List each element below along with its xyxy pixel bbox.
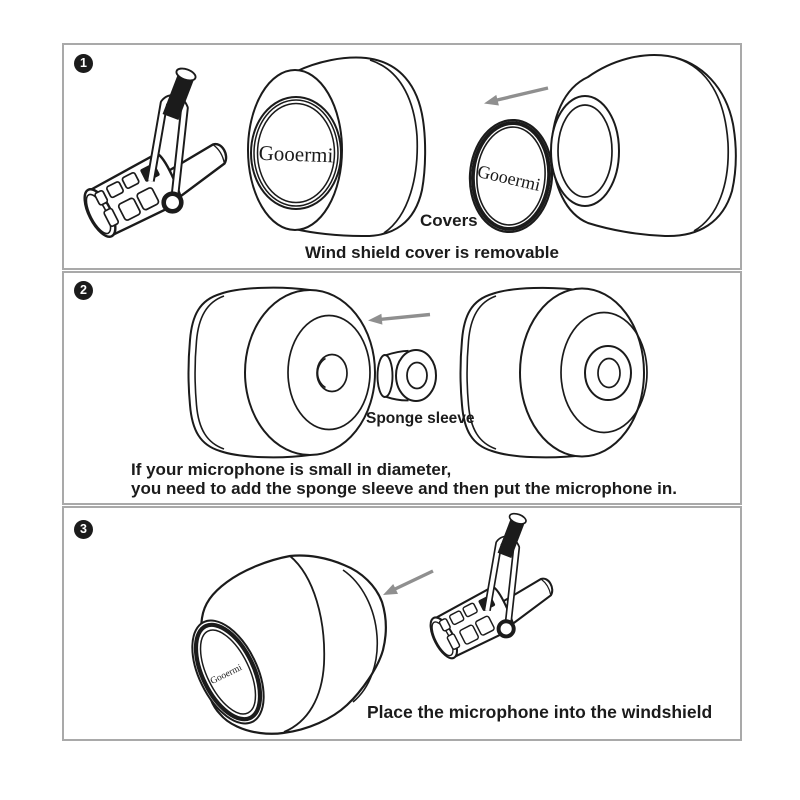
step-2-caption-line1: If your microphone is small in diameter, bbox=[131, 460, 452, 479]
arrow-left-icon bbox=[484, 86, 549, 106]
cover-disc-illustration: Gooermi bbox=[468, 118, 554, 234]
open-windshield-illustration bbox=[550, 54, 737, 238]
step-1-badge: 1 bbox=[74, 54, 93, 73]
microphone-illustration bbox=[78, 66, 226, 241]
microphone-illustration bbox=[425, 512, 552, 662]
sponge-sleeve-label: Sponge sleeve bbox=[366, 410, 475, 427]
step-1-caption: Wind shield cover is removable bbox=[305, 243, 559, 262]
arrow-left-icon bbox=[383, 569, 434, 595]
covers-label: Covers bbox=[420, 211, 478, 230]
brand-text-windshield: Gooermi bbox=[258, 141, 334, 168]
tilted-windshield-illustration: Gooermi bbox=[191, 554, 387, 735]
windshield-with-cover-illustration: Gooermi bbox=[247, 56, 427, 238]
windshield-small-hole-illustration bbox=[187, 286, 376, 459]
step-3-caption: Place the microphone into the windshield bbox=[367, 702, 713, 722]
step-2-caption-line2: you need to add the sponge sleeve and th… bbox=[131, 478, 677, 498]
step-2-caption: If your microphone is small in diameter,… bbox=[131, 460, 677, 498]
step-2-badge: 2 bbox=[74, 281, 93, 300]
step-3-panel bbox=[62, 506, 742, 741]
sponge-sleeve-illustration bbox=[376, 349, 437, 402]
arrow-left-icon bbox=[368, 312, 431, 325]
step-3-badge: 3 bbox=[74, 520, 93, 539]
windshield-with-sponge-illustration bbox=[459, 286, 648, 459]
